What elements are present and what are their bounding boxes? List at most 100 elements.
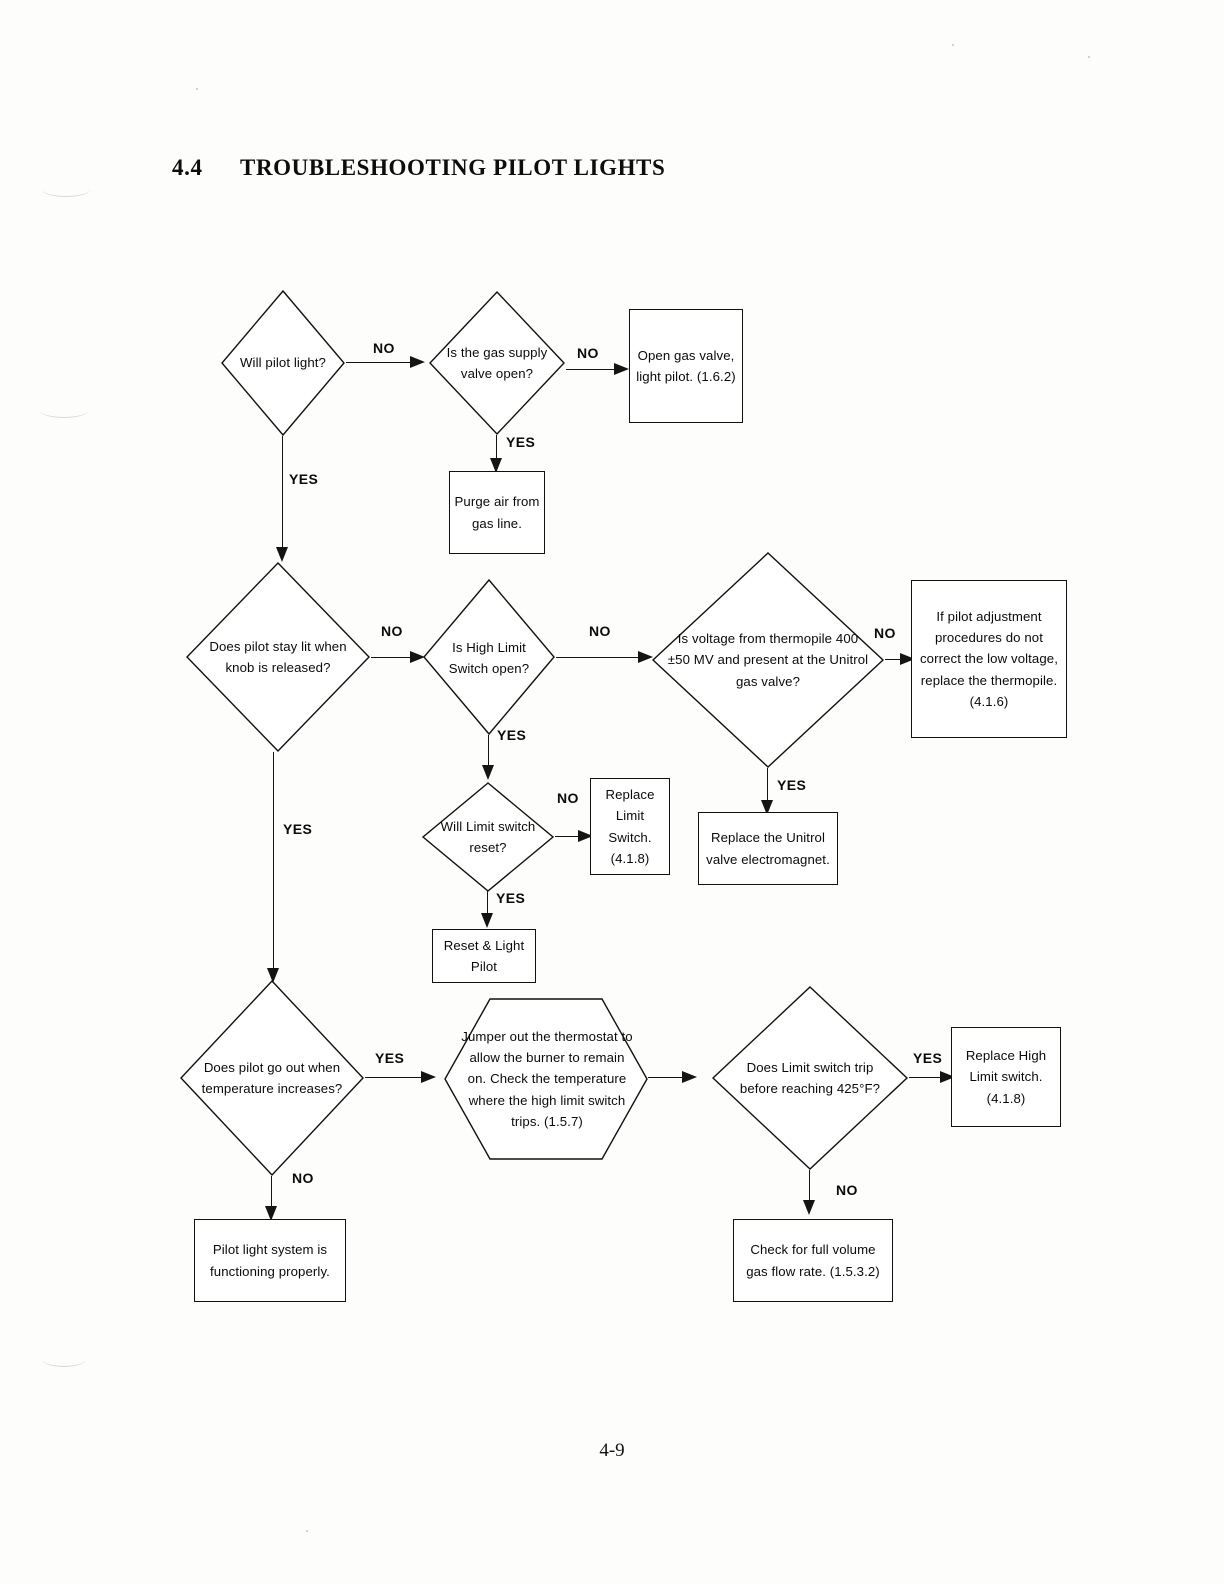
action-purge-air-label: Purge air from gas line. [454,494,540,531]
process-jumper-thermostat-outline [444,998,648,1160]
decision-limit-trip-425[interactable]: Does Limit switch trip before reaching 4… [723,1038,897,1118]
action-reset-light-pilot[interactable]: Reset & Light Pilot [432,929,536,983]
action-replace-thermopile-label: If pilot adjustment procedures do not co… [919,608,1058,710]
edge-line [885,659,907,661]
edge-line [648,1077,688,1079]
edge-label-no: NO [589,623,611,639]
decision-pilot-go-out[interactable]: Does pilot go out when temperature incre… [189,1034,355,1122]
decision-gas-supply-valve-open[interactable]: Is the gas supply valve open? [438,326,556,400]
edge-label-yes: YES [496,890,526,906]
decision-gas-supply-valve-outline [429,291,565,435]
edge-label-yes: YES [375,1050,405,1066]
decision-gas-supply-valve-label: Is the gas supply valve open? [446,344,548,381]
edge-label-yes: YES [506,434,536,450]
action-purge-air[interactable]: Purge air from gas line. [449,471,545,554]
scan-speck [1088,56,1090,58]
edge-line [273,752,275,977]
edge-arrowhead [638,651,653,663]
process-jumper-thermostat-label: Jumper out the thermostat to allow the b… [461,1028,633,1130]
process-jumper-thermostat[interactable]: Jumper out the thermostat to allow the b… [456,1000,638,1158]
edge-line [282,436,284,556]
edge-line [371,657,416,659]
edge-line [809,1170,811,1208]
edge-arrowhead [761,800,773,815]
decision-pilot-stay-lit-outline [186,562,370,752]
edge-label-yes: YES [289,471,319,487]
decision-thermopile-voltage-label: Is voltage from thermopile 400 ±50 MV an… [667,630,869,689]
decision-thermopile-voltage-outline [652,552,884,768]
decision-will-pilot-light-outline [221,290,345,436]
edge-label-no: NO [373,340,395,356]
edge-label-no: NO [381,623,403,639]
edge-arrowhead [614,363,629,375]
edge-label-no: NO [577,345,599,361]
action-check-gas-flow[interactable]: Check for full volume gas flow rate. (1.… [733,1219,893,1302]
edge-line [487,891,489,921]
edge-arrowhead [276,547,288,562]
edge-line [488,735,490,773]
action-replace-thermopile[interactable]: If pilot adjustment procedures do not co… [911,580,1067,738]
decision-pilot-stay-lit-label: Does pilot stay lit when knob is release… [209,638,347,675]
edge-label-yes: YES [777,777,807,793]
scan-artifact [40,403,88,418]
edge-arrowhead [410,356,425,368]
action-open-gas-valve[interactable]: Open gas valve, light pilot. (1.6.2) [629,309,743,423]
edge-arrowhead [421,1071,436,1083]
page-title: 4.4 TROUBLESHOOTING PILOT LIGHTS [172,155,665,181]
edge-label-yes: YES [283,821,313,837]
action-check-gas-flow-label: Check for full volume gas flow rate. (1.… [746,1242,880,1279]
decision-limit-switch-reset-label: Will Limit switch reset? [440,818,536,855]
scan-speck [306,1530,308,1532]
action-system-functioning[interactable]: Pilot light system is functioning proper… [194,1219,346,1302]
decision-will-pilot-light-label: Will pilot light? [240,355,326,371]
action-replace-high-limit-label: Replace High Limit switch. (4.1.8) [965,1047,1047,1106]
section-number: 4.4 [172,155,203,180]
action-reset-light-pilot-label: Reset & Light Pilot [443,937,525,974]
decision-will-pilot-light[interactable]: Will pilot light? [229,330,337,396]
edge-line [566,369,618,371]
edge-label-no: NO [874,625,896,641]
scan-speck [952,44,954,46]
edge-arrowhead [410,651,425,663]
decision-pilot-stay-lit[interactable]: Does pilot stay lit when knob is release… [196,613,360,701]
section-title: TROUBLESHOOTING PILOT LIGHTS [240,155,666,180]
scan-artifact [42,1352,86,1367]
edge-line [346,362,414,364]
edge-line [496,435,498,468]
edge-arrowhead [578,830,593,842]
edge-line [767,768,769,810]
edge-label-yes: YES [497,727,527,743]
edge-line [555,836,585,838]
scan-speck [196,88,198,90]
edge-arrowhead [803,1200,815,1215]
action-open-gas-valve-label: Open gas valve, light pilot. (1.6.2) [636,347,736,384]
edge-label-no: NO [557,790,579,806]
action-replace-limit-switch[interactable]: Replace Limit Switch. (4.1.8) [590,778,670,875]
decision-high-limit-open-outline [423,579,555,735]
edge-arrowhead [482,765,494,780]
action-replace-high-limit[interactable]: Replace High Limit switch. (4.1.8) [951,1027,1061,1127]
decision-high-limit-open-label: Is High Limit Switch open? [448,639,530,676]
edge-arrowhead [481,913,493,928]
decision-limit-switch-reset[interactable]: Will Limit switch reset? [430,810,546,864]
edge-line [556,657,644,659]
action-replace-electromagnet-label: Replace the Unitrol valve electromagnet. [706,830,830,867]
action-replace-electromagnet[interactable]: Replace the Unitrol valve electromagnet. [698,812,838,885]
action-replace-limit-switch-label: Replace Limit Switch. (4.1.8) [605,786,655,866]
decision-thermopile-voltage[interactable]: Is voltage from thermopile 400 ±50 MV an… [663,604,873,716]
edge-label-no: NO [836,1182,858,1198]
decision-limit-trip-425-label: Does Limit switch trip before reaching 4… [739,1059,881,1096]
decision-limit-trip-425-outline [712,986,908,1170]
edge-arrowhead [267,968,279,983]
page-number: 4-9 [599,1440,625,1461]
edge-line [909,1077,947,1079]
edge-line [271,1176,273,1214]
decision-pilot-go-out-outline [180,980,364,1176]
decision-pilot-go-out-label: Does pilot go out when temperature incre… [201,1059,343,1096]
edge-label-no: NO [292,1170,314,1186]
scan-artifact [42,182,90,197]
edge-arrowhead [265,1206,277,1221]
edge-line [365,1077,427,1079]
decision-high-limit-switch-open[interactable]: Is High Limit Switch open? [431,627,547,689]
